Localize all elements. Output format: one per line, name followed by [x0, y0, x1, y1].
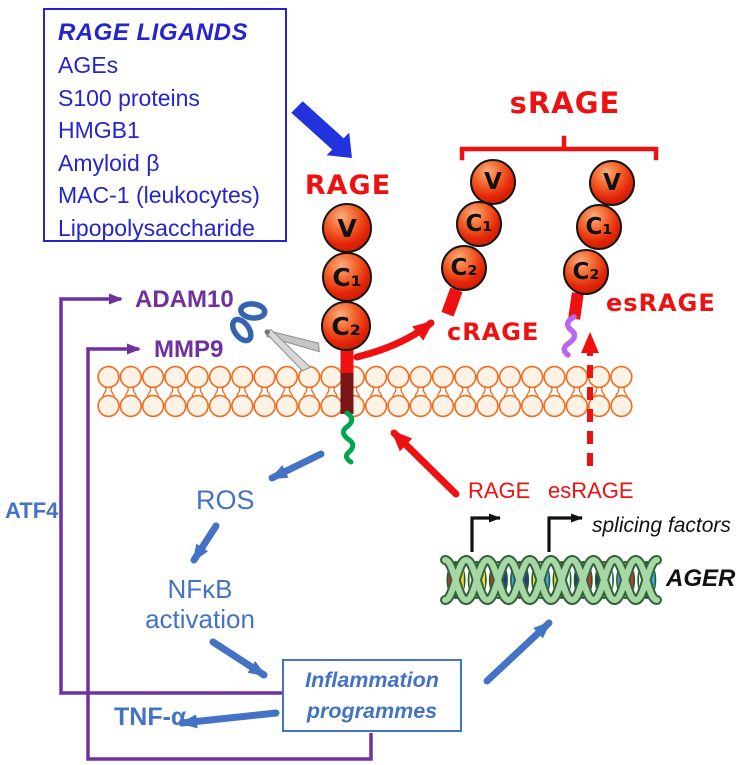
- cytoplasmic-tail-squiggle: [341, 410, 356, 465]
- receptor-v-domain: V: [322, 203, 372, 253]
- rage-transcription-start-arrow: [470, 513, 501, 552]
- inflammation-line1: Inflammation: [305, 667, 439, 692]
- ligand-item-s100: S100 proteins: [58, 84, 200, 111]
- receptor-stalk: [340, 347, 354, 375]
- esrage-stub: [568, 292, 584, 320]
- inflammation-to-tnfa-arrow: [178, 709, 280, 729]
- crage-stub: [441, 287, 463, 317]
- ligand-item-ages: AGEs: [58, 52, 119, 78]
- ligand-item-hmgb1: HMGB1: [58, 117, 140, 143]
- cleavage-to-crage-arrow: [353, 319, 435, 361]
- crage-c1-domain: C₁: [456, 201, 502, 247]
- mmp9-label: MMP9: [154, 336, 224, 363]
- esrage-c2-domain: C₂: [563, 249, 609, 295]
- ligand-item-amyloid: Amyloid β: [58, 149, 160, 176]
- esrage-transcription-start-arrow: [547, 513, 583, 552]
- srage-bracket: [459, 135, 659, 161]
- esrage-v-domain: V: [589, 160, 635, 206]
- mmp9-feedback-arrow: [86, 343, 373, 761]
- ligand-item-mac1: MAC-1 (leukocytes): [58, 182, 260, 208]
- receptor-transmembrane-segment: [340, 373, 354, 414]
- srage-label: sRAGE: [509, 86, 621, 120]
- ager-gene-label: AGER: [666, 565, 736, 592]
- receptor-c2-domain: C₂: [321, 301, 371, 351]
- crage-v-domain: V: [470, 159, 516, 205]
- inflammation-programmes-box: Inflammation programmes: [282, 659, 462, 732]
- ros-label: ROS: [196, 485, 255, 515]
- rage-ligands-box: RAGE LIGANDS AGEs S100 proteins HMGB1 Am…: [43, 8, 287, 242]
- scissors-icon: [229, 301, 320, 372]
- tnf-alpha-label: TNF-α: [114, 703, 187, 731]
- splicing-factors-label: splicing factors: [592, 514, 731, 537]
- tail-to-ros-arrow: [268, 450, 325, 482]
- rage-transcript-to-membrane-arrow: [390, 429, 460, 498]
- dna-helix-graphic: [440, 554, 662, 606]
- nfkb-label: NFκB: [167, 574, 233, 604]
- ligand-item-lps: Lipopolysaccharide: [58, 214, 255, 241]
- nfkb-activation-label: activation: [145, 604, 255, 634]
- esrage-c1-domain: C₁: [576, 204, 622, 250]
- rage-ligands-title: RAGE LIGANDS: [58, 19, 249, 46]
- crage-label: cRAGE: [447, 318, 540, 346]
- rage-transcript-label: RAGE: [468, 478, 531, 503]
- esrage-label: esRAGE: [606, 289, 716, 317]
- inflammation-to-ager-arrow: [483, 619, 553, 685]
- ros-to-nfkb-arrow: [190, 522, 220, 564]
- ligands-to-rage-arrow-icon: [291, 101, 352, 158]
- crage-c2-domain: C₂: [441, 245, 487, 291]
- adam10-label: ADAM10: [135, 286, 234, 313]
- atf4-label: ATF4: [5, 498, 59, 523]
- receptor-c1-domain: C₁: [322, 252, 372, 302]
- esrage-transcript-label: esRAGE: [548, 478, 634, 503]
- esrage-tail-squiggle: [561, 314, 578, 358]
- rage-receptor-label: RAGE: [304, 170, 392, 201]
- plasma-membrane-graphic: [97, 365, 633, 418]
- nfkb-to-inflammation-arrow: [209, 638, 268, 679]
- inflammation-line2: programmes: [306, 698, 438, 723]
- atf4-adam10-feedback-arrow: [59, 293, 282, 695]
